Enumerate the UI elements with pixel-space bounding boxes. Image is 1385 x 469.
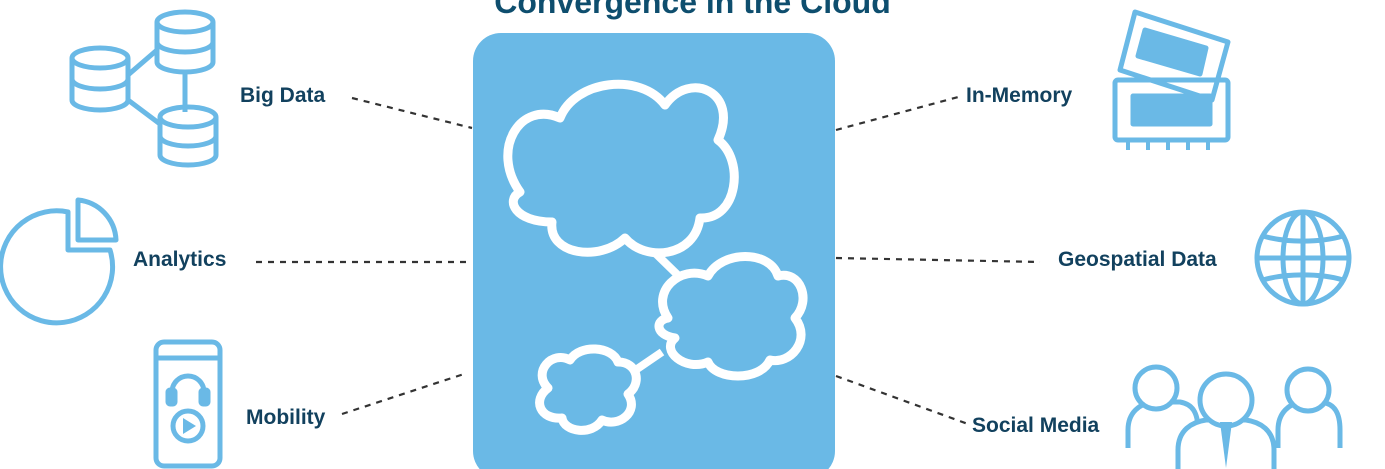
- cloud-cluster-icon: [503, 79, 808, 435]
- diagram-title: Convergence in the Cloud: [494, 0, 891, 20]
- label-geospatial-data: Geospatial Data: [1058, 248, 1217, 271]
- label-social-media: Social Media: [972, 414, 1100, 437]
- memory-chip-icon: [1112, 9, 1231, 150]
- pie-chart-icon: [0, 197, 119, 326]
- connector-big-data: [351, 96, 473, 130]
- label-big-data: Big Data: [240, 84, 326, 107]
- people-group-icon: [1125, 364, 1343, 469]
- connector-social: [835, 374, 969, 426]
- label-in-memory: In-Memory: [966, 84, 1073, 107]
- database-network-icon: [69, 9, 219, 168]
- smartphone-media-icon: [153, 339, 223, 469]
- connector-mobility: [341, 372, 465, 416]
- connectors: [256, 94, 1041, 426]
- connector-geospatial: [835, 256, 1041, 264]
- label-analytics: Analytics: [133, 248, 227, 271]
- globe-icon: [1254, 209, 1352, 307]
- label-mobility: Mobility: [246, 406, 326, 429]
- connector-in-memory: [835, 94, 963, 132]
